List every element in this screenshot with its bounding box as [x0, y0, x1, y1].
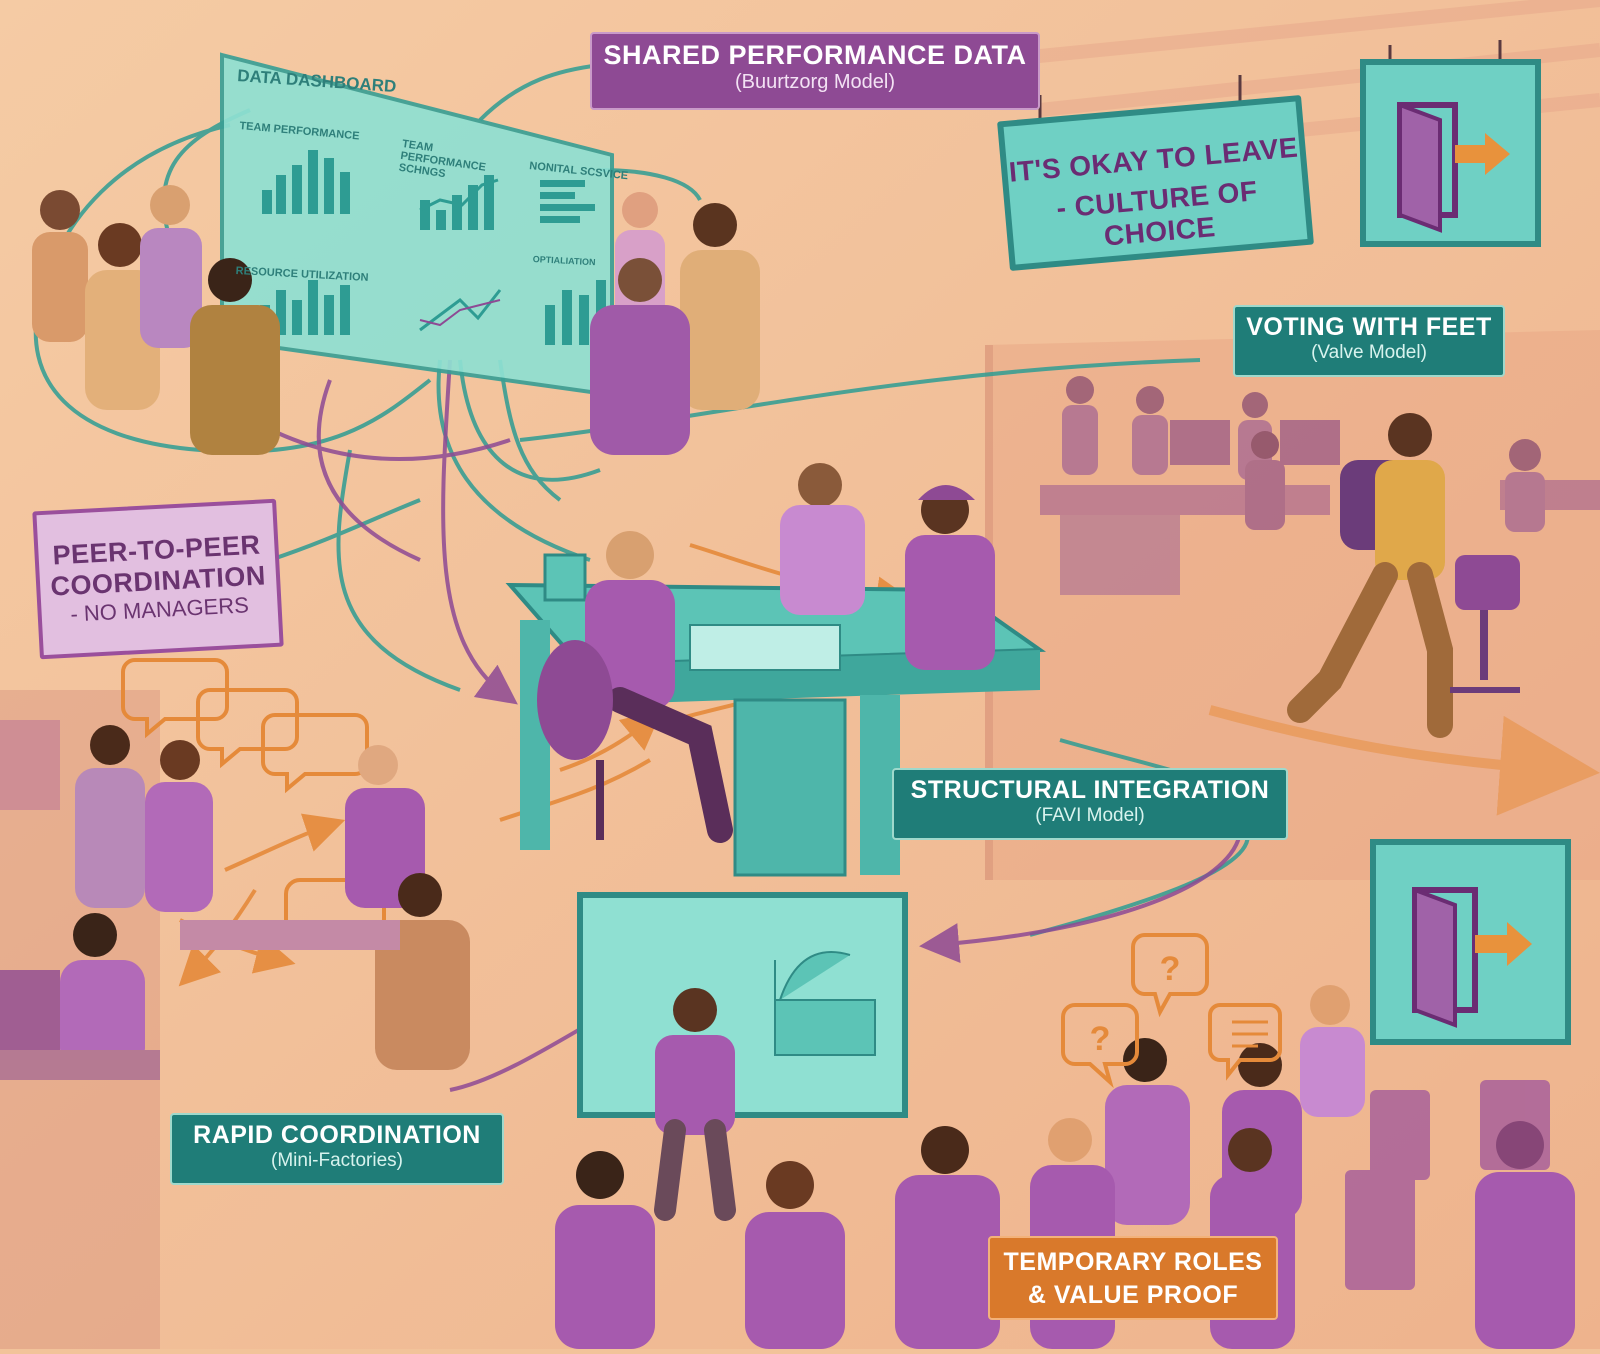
temporary-roles-line1: TEMPORARY ROLES: [1003, 1248, 1263, 1276]
walking-person: [1287, 413, 1520, 738]
audience-people: [555, 985, 1575, 1349]
dashboard-group-people: [32, 185, 760, 455]
exit-sign-top: [1360, 40, 1541, 247]
rapid-coordination-subtitle: (Mini-Factories): [271, 1150, 403, 1171]
coordination-speech-bubbles: [121, 658, 386, 950]
shared-performance-data-subtitle: (Buurtzorg Model): [734, 71, 896, 93]
exit-door-icon: [1412, 887, 1532, 1028]
structural-integration-title: STRUCTURAL INTEGRATION: [910, 776, 1270, 804]
peer-to-peer-sign: PEER-TO-PEER COORDINATION - NO MANAGERS: [32, 498, 284, 660]
exit-door-icon: [1397, 102, 1510, 233]
voting-with-feet-label: VOTING WITH FEET (Valve Model): [1233, 305, 1505, 377]
presentation-screen: [577, 892, 908, 1221]
svg-text:?: ?: [1090, 1020, 1111, 1058]
temporary-roles-line2: & VALUE PROOF: [1027, 1281, 1239, 1309]
shared-performance-data-label: SHARED PERFORMANCE DATA (Buurtzorg Model…: [590, 32, 1040, 110]
voting-with-feet-subtitle: (Valve Model): [1311, 342, 1427, 363]
speech-bubble-icon: [1208, 1003, 1282, 1081]
valve-office: [1040, 376, 1600, 595]
exit-sign-bottom: [1370, 839, 1571, 1045]
structural-integration-subtitle: (FAVI Model): [1035, 805, 1145, 826]
shared-performance-data-title: SHARED PERFORMANCE DATA: [603, 40, 1027, 70]
rapid-coordination-label: RAPID COORDINATION (Mini-Factories): [170, 1113, 504, 1185]
connector-lines-purple: [218, 359, 1243, 1092]
mini-factory-people: [0, 720, 470, 1080]
structural-integration-label: STRUCTURAL INTEGRATION (FAVI Model): [892, 768, 1288, 840]
question-bubble-icon: ? ?: [1061, 933, 1209, 1089]
rapid-coordination-title: RAPID COORDINATION: [193, 1121, 481, 1149]
central-desk-scene: [505, 463, 1047, 877]
svg-text:?: ?: [1160, 950, 1181, 988]
voting-with-feet-title: VOTING WITH FEET: [1246, 313, 1492, 341]
data-dashboard-screen: [220, 52, 614, 398]
okay-to-leave-sign: IT'S OKAY TO LEAVE - CULTURE OF CHOICE: [997, 94, 1314, 272]
temporary-roles-label: TEMPORARY ROLES & VALUE PROOF: [988, 1236, 1278, 1320]
